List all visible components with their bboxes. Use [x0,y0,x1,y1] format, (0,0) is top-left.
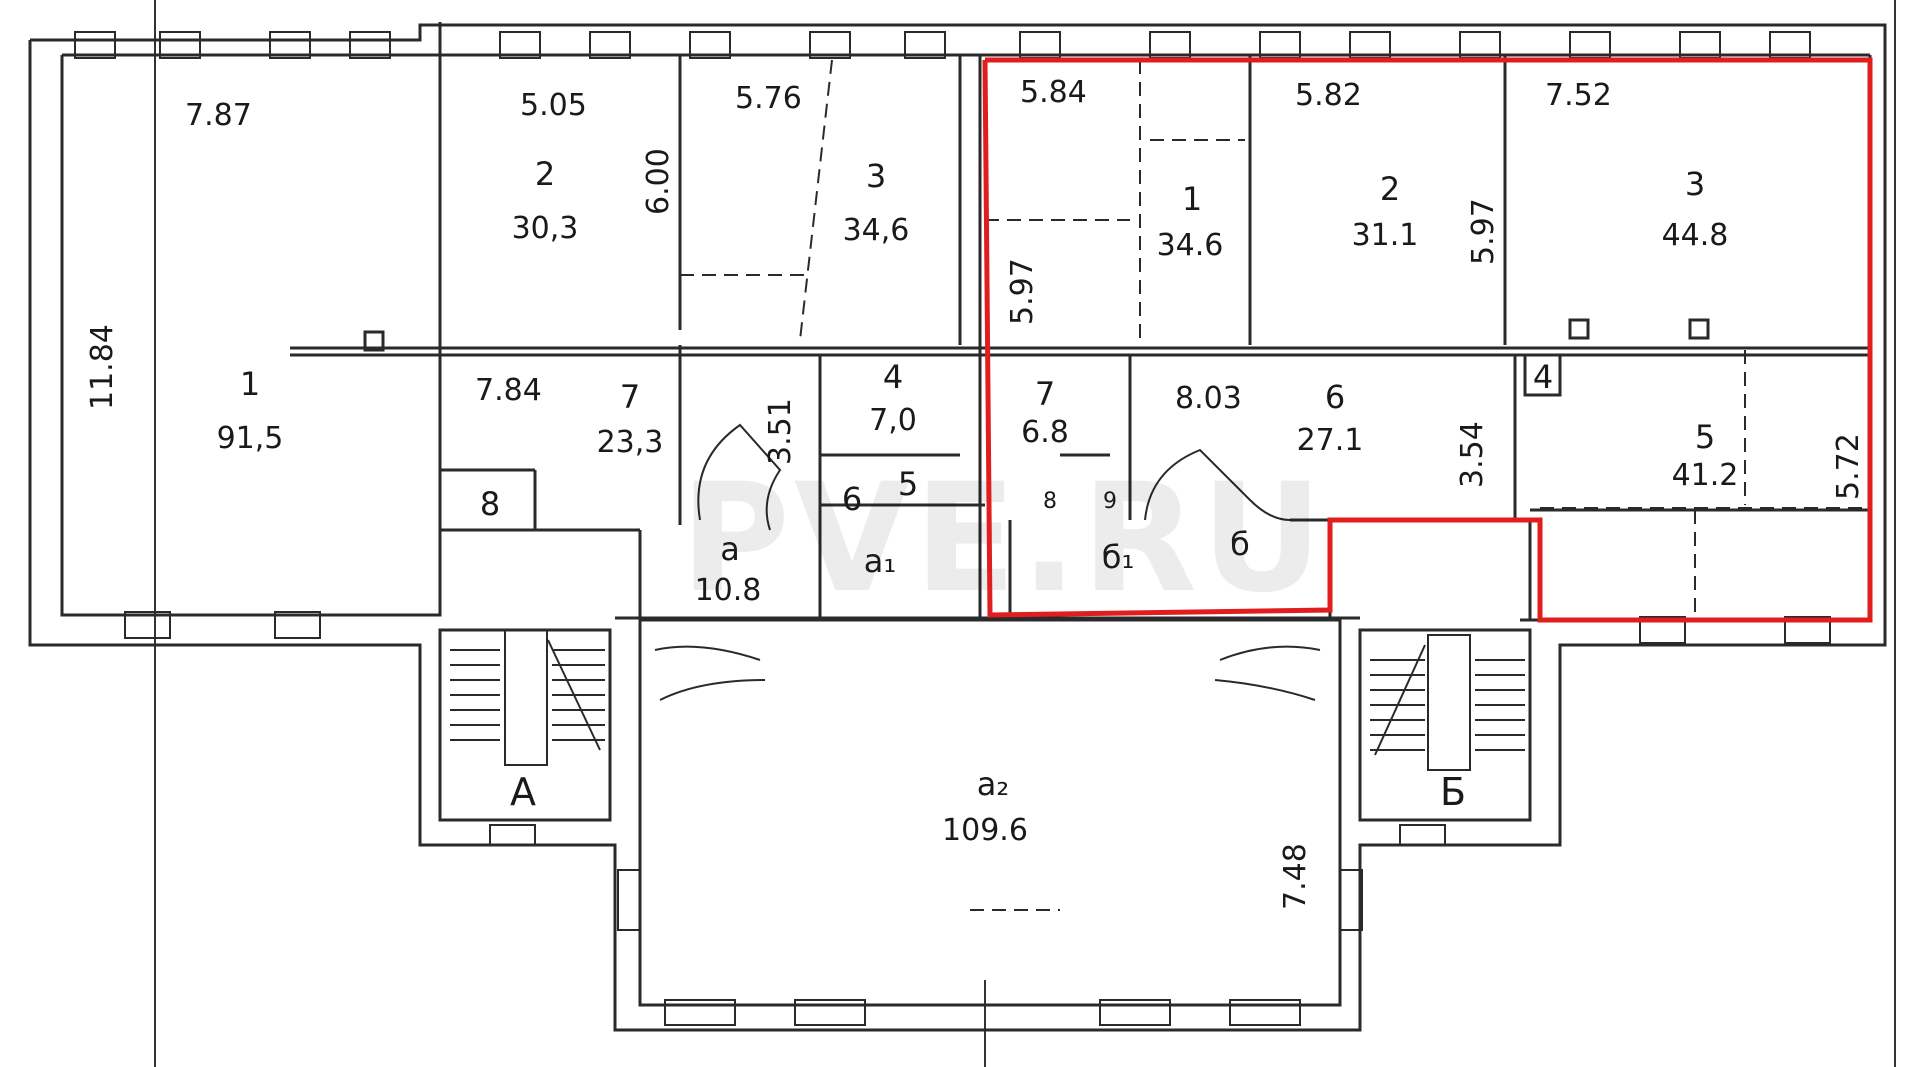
dim-room7-height: 3.51 [763,398,798,465]
room-l7-number: 7 [620,378,640,416]
dim-h2-height: 5.97 [1466,198,1501,265]
dim-h1-height: 5.97 [1005,258,1040,325]
highlight-outline [982,57,1873,623]
dim-h1-width: 5.84 [1020,75,1087,110]
room-hb-number: б [1230,525,1250,563]
room-h1-area: 34.6 [1157,228,1224,263]
stair-a-label: А [510,770,536,814]
dim-room2-width: 5.05 [520,88,587,123]
stair-b [1370,634,1525,771]
watermark: PVE.RU [680,452,1327,626]
room-h5-number: 5 [1695,418,1715,456]
dim-room7-width: 7.84 [475,373,542,408]
dim-h5-height: 5.72 [1831,433,1866,500]
room-l1-area: 91,5 [217,421,284,456]
room-la1-number: а₁ [864,542,896,580]
room-la-number: а [720,530,740,568]
room-l3-number: 3 [866,157,886,195]
room-l3-area: 34,6 [843,213,910,248]
dim-h2-width: 5.82 [1295,78,1362,113]
interior-walls [290,55,1870,620]
room-h5-area: 41.2 [1672,458,1739,493]
room-h9-number: 9 [1103,489,1117,514]
stair-a [450,629,605,766]
stair-b-label: Б [1440,770,1466,814]
room-l7-area: 23,3 [597,425,664,460]
dim-hall-height: 7.48 [1278,843,1313,910]
room-h8-number: 8 [1043,489,1057,514]
dim-left-width: 7.87 [185,98,252,133]
room-l4-number: 4 [883,358,903,396]
room-h1-number: 1 [1182,180,1202,218]
room-h6-area: 27.1 [1297,423,1364,458]
dim-room3-width: 5.76 [735,81,802,116]
dim-left-height: 11.84 [85,324,120,410]
sheet-frame [154,0,1896,1067]
room-l4-area: 7,0 [869,403,917,438]
dashed-partitions [680,59,1870,911]
room-h3-number: 3 [1685,165,1705,203]
room-h2-area: 31.1 [1352,218,1419,253]
room-l5-number: 5 [898,465,918,503]
room-hall-number: а₂ [977,765,1009,803]
room-h6-number: 6 [1325,378,1345,416]
dim-h6-width: 8.03 [1175,381,1242,416]
room-labels: 1 91,5 2 30,3 3 34,6 4 7,0 5 6 7 23,3 8 … [217,155,1739,848]
room-h4-number: 4 [1533,358,1553,396]
room-h7-area: 6.8 [1021,415,1069,450]
room-l8-number: 8 [480,485,500,523]
room-h2-number: 2 [1380,170,1400,208]
room-l2-number: 2 [535,155,555,193]
room-h3-area: 44.8 [1662,218,1729,253]
room-h7-number: 7 [1035,375,1055,413]
windows [74,31,1831,1026]
dim-h6-height: 3.54 [1455,421,1490,488]
room-hall-area: 109.6 [942,813,1028,848]
room-hb1-number: б₁ [1102,538,1135,576]
room-l6-number: 6 [842,480,862,518]
room-l2-area: 30,3 [512,211,579,246]
dim-h3-width: 7.52 [1545,78,1612,113]
dimension-labels: 7.87 11.84 5.05 6.00 5.76 7.84 3.51 5.84… [85,75,1866,910]
room-l1-number: 1 [240,365,260,403]
dim-room2-height: 6.00 [641,148,676,215]
entrance-arcs [654,423,1321,701]
room-la-area: 10.8 [695,573,762,608]
